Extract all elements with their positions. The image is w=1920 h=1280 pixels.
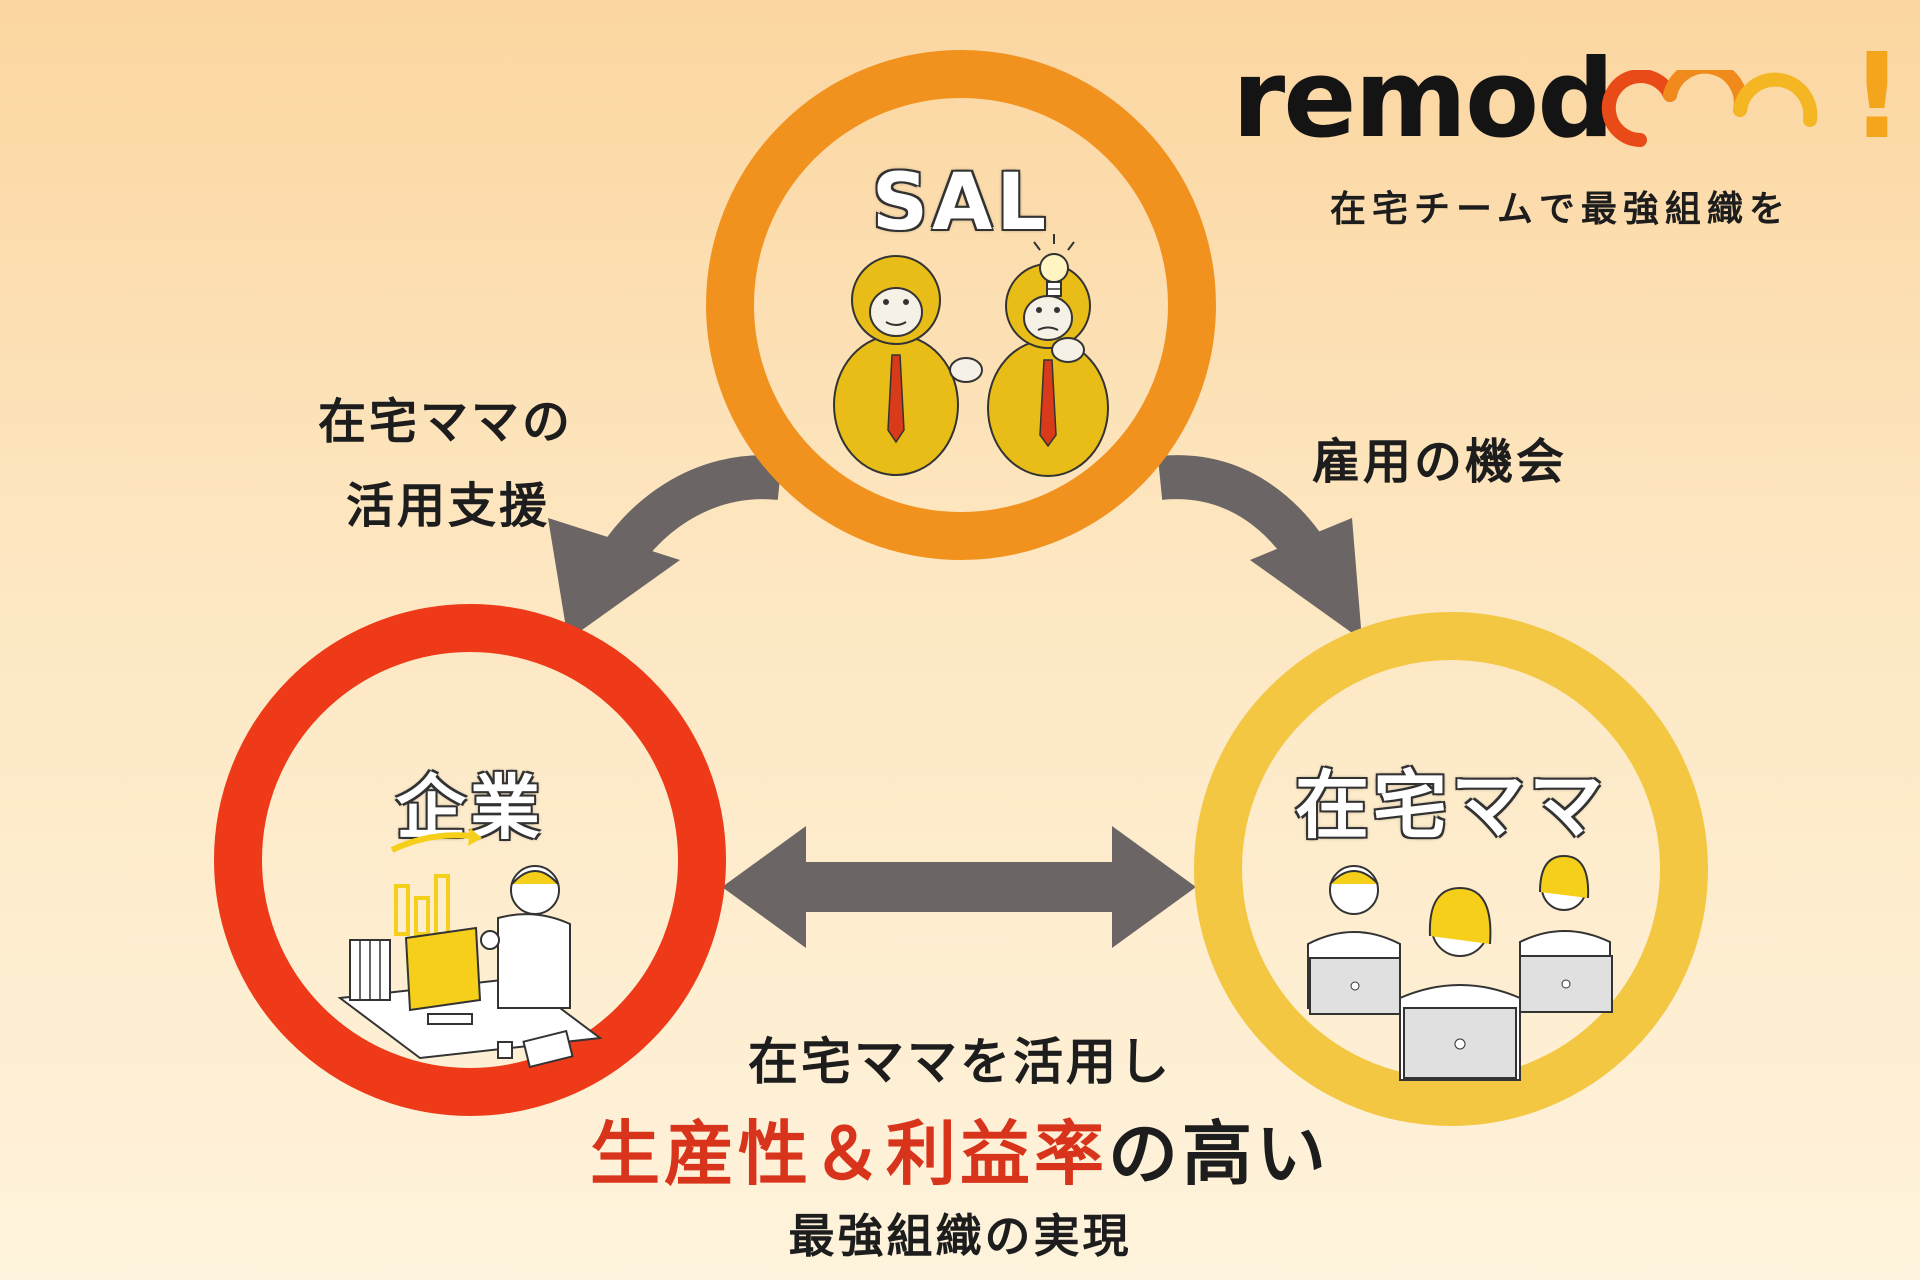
- logo-text: remod: [1232, 37, 1615, 162]
- arrow-sal-to-mama: [1157, 455, 1362, 640]
- mama-label: 在宅ママ: [1295, 763, 1607, 849]
- logo: remod !: [1232, 36, 1912, 162]
- edge-label-sal-mama: 雇用の機会: [1312, 434, 1568, 490]
- edge-label-sal-company-1: 在宅ママの: [318, 394, 574, 450]
- bottom-line-2: 生産性＆利益率の高い: [0, 1098, 1920, 1199]
- office-worker-illustration: [337, 828, 603, 1069]
- arrow-company-mama: [722, 826, 1196, 948]
- logo-exclaim: !: [1850, 27, 1904, 165]
- bottom-line-1: 在宅ママを活用し: [748, 1033, 1172, 1091]
- lightbulb-icon: [1033, 234, 1075, 297]
- arrow-sal-to-company: [548, 455, 783, 640]
- chart-arrow-icon: [390, 832, 471, 853]
- sal-label: SAL: [871, 158, 1051, 248]
- mamas-illustration: [1307, 854, 1613, 1081]
- bottom-line-2-dark: の高い: [1108, 1113, 1330, 1195]
- bottom-line-3: 最強組織の実現: [788, 1209, 1132, 1263]
- edge-label-sal-company-2: 活用支援: [346, 478, 551, 534]
- logo-loops-icon: [1601, 70, 1818, 147]
- logo-tagline: 在宅チームで最強組織を: [1330, 189, 1791, 230]
- monkeys-illustration: [833, 255, 1109, 477]
- bottom-line-2-red: 生産性＆利益率: [590, 1113, 1108, 1195]
